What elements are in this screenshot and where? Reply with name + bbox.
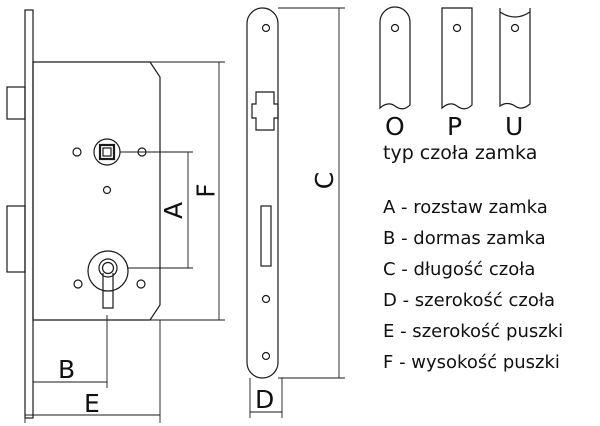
dimension-label-d: D	[255, 385, 275, 414]
dimension-legend: A - rozstaw zamka B - dormas zamka C - d…	[383, 198, 563, 384]
dimension-label-a: A	[159, 201, 189, 220]
legend-item-b: B - dormas zamka	[383, 228, 546, 249]
legend-item-e: E - szerokość puszki	[383, 321, 564, 342]
lock-body	[6, 9, 161, 419]
faceplate-type-p-label: P	[447, 112, 463, 141]
legend-item-d: D - szerokość czoła	[383, 290, 556, 311]
cylinder-hole	[87, 250, 129, 309]
spindle-follower	[93, 138, 121, 166]
faceplate-type-p	[441, 7, 473, 110]
dimension-lines	[24, 7, 345, 423]
dimension-label-e: E	[84, 389, 100, 418]
screw-hole	[102, 185, 112, 195]
faceplate-side-view	[246, 7, 279, 379]
dimension-label-f: F	[191, 183, 221, 198]
front-plate-strip	[24, 9, 34, 419]
latch-opening	[251, 91, 279, 131]
dead-bolt	[6, 205, 26, 273]
lock-case	[32, 61, 161, 321]
bolt-opening	[260, 205, 272, 267]
legend-item-c: C - długość czoła	[383, 259, 536, 280]
screw-hole	[72, 147, 82, 157]
faceplate-type-u-label: U	[505, 112, 524, 141]
legend-item-f: F - wysokość puszki	[383, 352, 560, 373]
faceplate-type-caption: typ czoła zamka	[383, 142, 538, 164]
faceplate-type-o	[379, 6, 411, 110]
legend-item-a: A - rozstaw zamka	[383, 197, 548, 218]
faceplate-type-u	[499, 8, 531, 109]
faceplate-type-o-label: O	[385, 112, 405, 141]
screw-hole	[136, 279, 146, 289]
latch-bolt	[6, 86, 26, 120]
dimension-label-c: C	[310, 171, 340, 190]
screw-hole	[73, 279, 83, 289]
dimension-label-b: B	[58, 355, 76, 384]
